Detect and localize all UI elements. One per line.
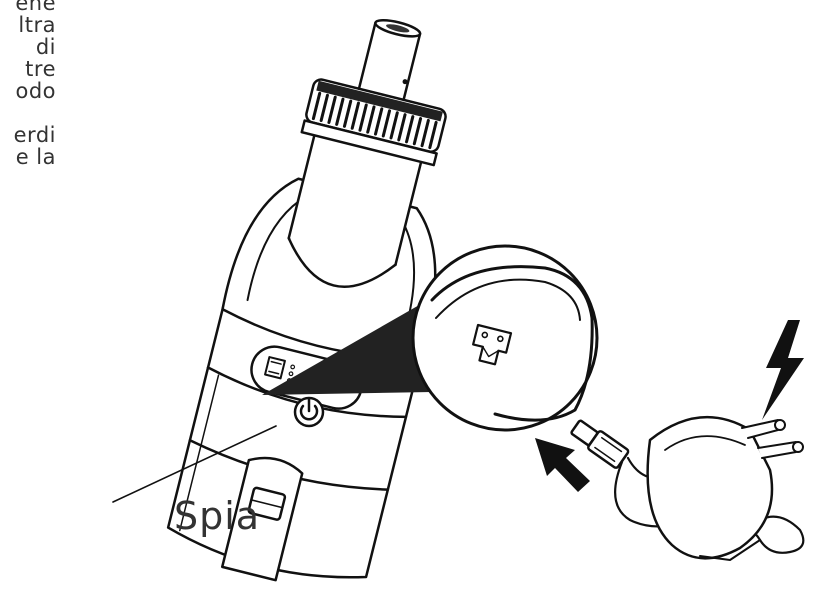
power-icon (293, 396, 325, 428)
knurled-cap (300, 78, 447, 167)
instruction-text: ene ltra di tre odo erdi e la (14, 0, 56, 168)
nozzle (357, 21, 422, 102)
instruction-line: erdi (13, 123, 56, 147)
zoom-detail (262, 244, 599, 432)
instruction-line: ltra (18, 13, 56, 37)
instruction-line: odo (15, 79, 56, 103)
charger-icon (570, 415, 805, 561)
instruction-line: di (35, 35, 56, 59)
indicator-label: Spia (174, 494, 261, 538)
instruction-line: tre (25, 57, 56, 81)
callout-line (112, 425, 277, 503)
clip (220, 456, 304, 582)
lightning-icon (762, 320, 804, 420)
charging-port (472, 323, 513, 366)
arrow-icon (535, 438, 590, 492)
instruction-line: e la (15, 145, 56, 169)
instruction-line: ene (15, 0, 56, 15)
